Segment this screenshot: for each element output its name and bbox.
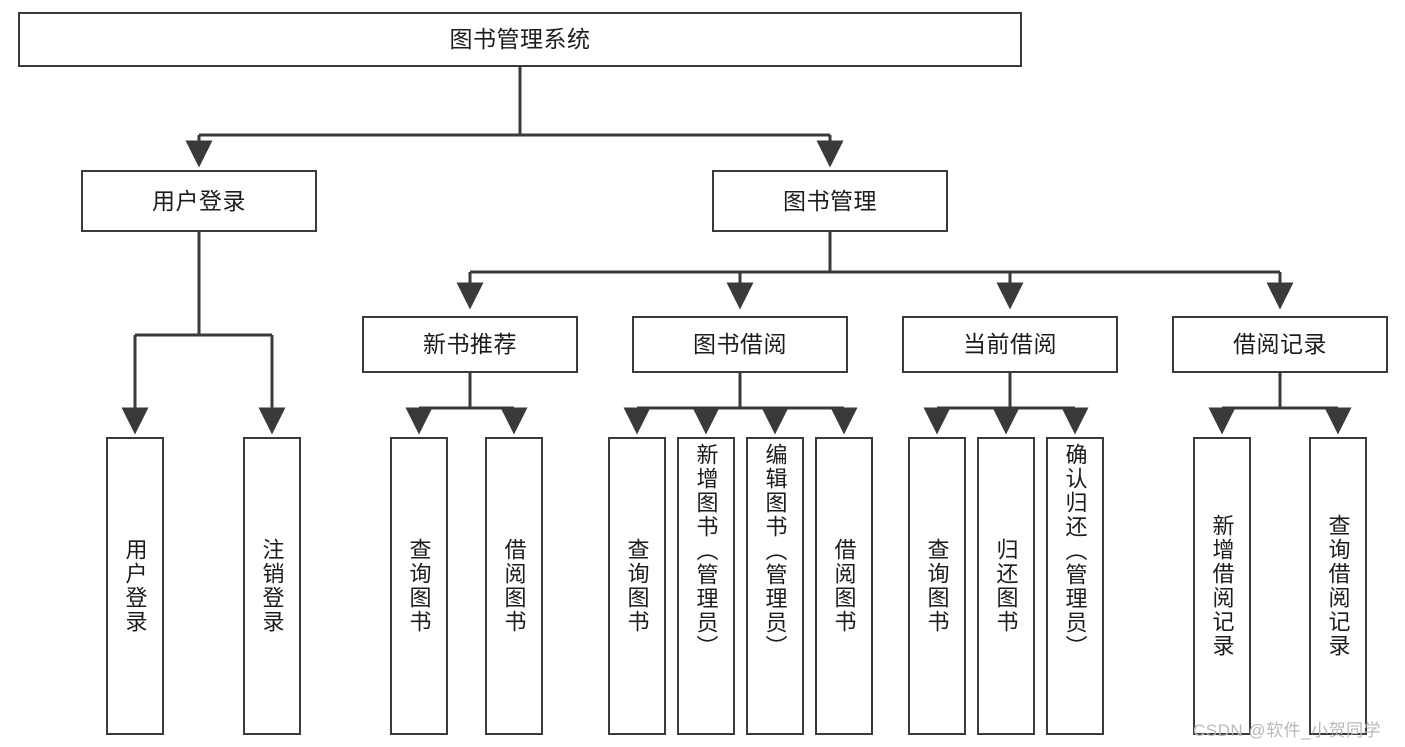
node-leaf-query-book-3[interactable]: 查询图书 (908, 437, 966, 735)
node-current-borrow-label: 当前借阅 (963, 331, 1057, 358)
node-root-label: 图书管理系统 (449, 26, 591, 53)
node-leaf-return-book[interactable]: 归还图书 (977, 437, 1035, 735)
node-leaf-query-record-label: 查询借阅记录 (1325, 514, 1351, 658)
node-leaf-add-record-label: 新增借阅记录 (1209, 514, 1235, 658)
node-leaf-add-book[interactable]: 新增图书（管理员） (677, 437, 735, 735)
node-user-login-label: 用户登录 (152, 187, 246, 214)
node-book-management[interactable]: 图书管理 (712, 170, 948, 232)
node-current-borrow[interactable]: 当前借阅 (902, 316, 1118, 373)
node-leaf-add-book-label: 新增图书（管理员） (693, 443, 719, 659)
node-leaf-query-book-1[interactable]: 查询图书 (390, 437, 448, 735)
node-leaf-query-book-2-label: 查询图书 (624, 538, 650, 634)
node-book-borrow-label: 图书借阅 (693, 331, 787, 358)
node-root[interactable]: 图书管理系统 (18, 12, 1022, 67)
node-leaf-query-record[interactable]: 查询借阅记录 (1309, 437, 1367, 735)
node-leaf-edit-book[interactable]: 编辑图书（管理员） (746, 437, 804, 735)
node-leaf-borrow-book-1-label: 借阅图书 (501, 538, 527, 634)
node-new-book-recommend[interactable]: 新书推荐 (362, 316, 578, 373)
node-leaf-confirm-return-label: 确认归还（管理员） (1062, 443, 1088, 659)
node-leaf-logout-label: 注销登录 (259, 538, 285, 634)
node-leaf-borrow-book-2-label: 借阅图书 (831, 538, 857, 634)
node-leaf-borrow-book-1[interactable]: 借阅图书 (485, 437, 543, 735)
node-user-login[interactable]: 用户登录 (81, 170, 317, 232)
node-book-management-label: 图书管理 (783, 187, 877, 214)
node-leaf-borrow-book-2[interactable]: 借阅图书 (815, 437, 873, 735)
node-book-borrow[interactable]: 图书借阅 (632, 316, 848, 373)
node-leaf-query-book-3-label: 查询图书 (924, 538, 950, 634)
node-leaf-user-login-label: 用户登录 (122, 538, 148, 634)
node-leaf-confirm-return[interactable]: 确认归还（管理员） (1046, 437, 1104, 735)
node-leaf-return-book-label: 归还图书 (993, 538, 1019, 634)
node-new-book-recommend-label: 新书推荐 (423, 331, 517, 358)
node-borrow-record[interactable]: 借阅记录 (1172, 316, 1388, 373)
node-leaf-add-record[interactable]: 新增借阅记录 (1193, 437, 1251, 735)
node-leaf-edit-book-label: 编辑图书（管理员） (762, 443, 788, 659)
node-leaf-query-book-1-label: 查询图书 (406, 538, 432, 634)
node-leaf-logout[interactable]: 注销登录 (243, 437, 301, 735)
csdn-watermark: CSDN @软件_小贺同学 (1193, 721, 1382, 740)
node-leaf-query-book-2[interactable]: 查询图书 (608, 437, 666, 735)
node-leaf-user-login[interactable]: 用户登录 (106, 437, 164, 735)
node-borrow-record-label: 借阅记录 (1233, 331, 1327, 358)
